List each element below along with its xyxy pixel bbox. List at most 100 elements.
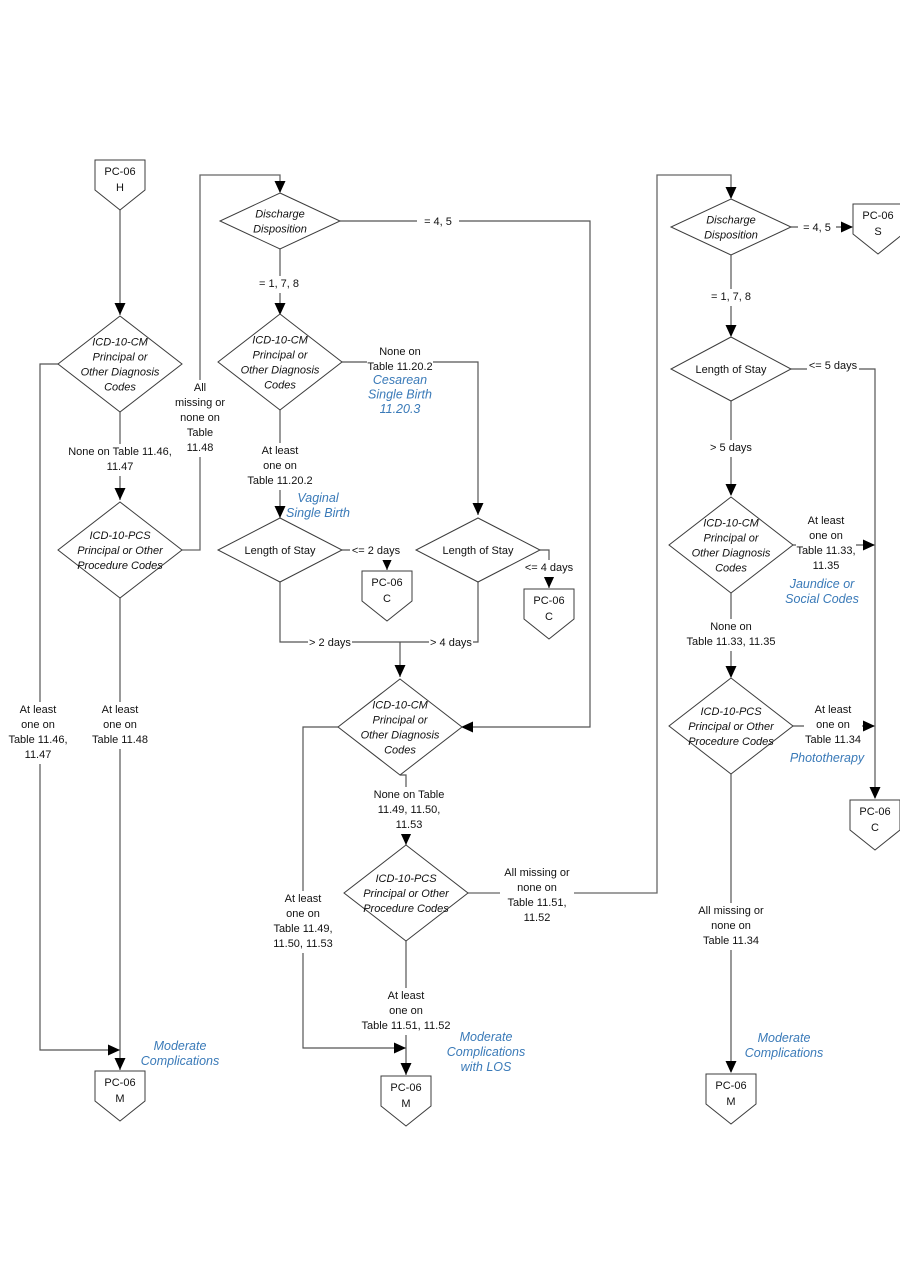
arrowhead-icon — [114, 303, 126, 315]
decision-text: Principal or Other — [77, 545, 164, 557]
connector-exit-m3: PC-06M — [705, 1073, 757, 1125]
annotation-cesarean-line: Cesarean — [373, 373, 427, 387]
connector-start-h: PC-06H — [94, 159, 146, 211]
arrowhead-icon — [400, 833, 412, 845]
line-d7-atleast — [302, 726, 406, 1049]
line-d6-gt4 — [400, 582, 479, 643]
decision-text: ICD-10-CM — [372, 700, 428, 712]
decision-text: Principal or — [703, 533, 759, 545]
decision-diamond — [57, 501, 183, 599]
annotation-moderate-complications-1-line: Moderate — [154, 1039, 207, 1053]
decision-text: Procedure Codes — [363, 903, 449, 915]
arrowhead-icon — [381, 558, 393, 570]
arrowhead-icon — [274, 303, 286, 315]
annotation-jaundice-line: Social Codes — [785, 592, 859, 606]
arrowhead-icon — [869, 787, 881, 799]
decision-text: Principal or — [372, 715, 428, 727]
decision-text: Disposition — [704, 230, 758, 242]
label-background — [807, 358, 859, 375]
arrowhead-icon — [543, 576, 555, 588]
label-background — [429, 635, 473, 652]
decision-text: Codes — [715, 563, 747, 575]
decision-text: Codes — [264, 380, 296, 392]
connector-code: C — [871, 822, 879, 834]
decision-text: Codes — [384, 745, 416, 757]
annotation-moderate-complications-los-line: Complications — [447, 1045, 526, 1059]
offpage-connector — [361, 570, 413, 622]
connector-code: S — [874, 226, 881, 238]
arrowhead-icon — [725, 666, 737, 678]
decision-diamond — [217, 313, 343, 411]
connector-measure: PC-06 — [715, 1080, 746, 1092]
label-d9-178-line: = 1, 7, 8 — [711, 291, 751, 303]
label-d8-atleast-line: one on — [389, 1005, 423, 1017]
decision-text: ICD-10-PCS — [700, 706, 762, 718]
decision-text: Procedure Codes — [688, 736, 774, 748]
decision-diamond — [57, 315, 183, 413]
arrowhead-icon — [394, 665, 406, 677]
arrowhead-icon — [472, 503, 484, 515]
connector-exit-c1: PC-06C — [361, 570, 413, 622]
arrowhead-icon — [725, 1061, 737, 1073]
label-background — [417, 214, 459, 231]
label-d1-atleast-line: At least — [20, 704, 57, 716]
connector-measure: PC-06 — [371, 577, 402, 589]
label-d1-none-line: None on Table 11.46, — [68, 446, 172, 458]
label-d7-none-line: 11.53 — [396, 819, 423, 831]
label-d10-le5-line: <= 5 days — [809, 360, 858, 372]
label-d4-atleast-line: Table 11.20.2 — [247, 475, 312, 487]
arrowhead-icon — [114, 1058, 126, 1070]
arrowhead-icon — [863, 720, 875, 732]
annotation-moderate-complications-los-line: with LOS — [461, 1060, 512, 1074]
decision-text: Length of Stay — [696, 364, 767, 376]
connector-code: H — [116, 182, 124, 194]
label-d5-le2: <= 2 days — [350, 543, 402, 560]
decision-text: ICD-10-PCS — [375, 873, 437, 885]
label-d2-missing-line: 11.48 — [187, 442, 214, 454]
arrowhead-icon — [725, 484, 737, 496]
arrowhead-icon — [461, 721, 473, 733]
connector-measure: PC-06 — [533, 595, 564, 607]
label-d10-gt5-line: > 5 days — [710, 442, 752, 454]
label-d7-atleast-line: 11.50, 11.53 — [273, 938, 333, 950]
connector-exit-s: PC-06S — [852, 203, 900, 255]
label-d11-none-line: None on — [710, 621, 752, 633]
annotation-moderate-complications-3-line: Complications — [745, 1046, 824, 1060]
label-background — [359, 988, 453, 1035]
connector-exit-m2: PC-06M — [380, 1075, 432, 1127]
decision-diamond — [343, 844, 469, 942]
label-d12-atleast-line: one on — [816, 719, 850, 731]
label-background — [253, 276, 305, 293]
label-d2-missing-line: Table — [187, 427, 213, 439]
decision-text: ICD-10-CM — [703, 518, 759, 530]
line-d2-missing-loop — [182, 174, 281, 551]
label-background — [804, 702, 862, 749]
connector-measure: PC-06 — [104, 166, 135, 178]
connector-measure: PC-06 — [859, 806, 890, 818]
label-d2-atleast-line: At least — [102, 704, 139, 716]
connector-exit-c2: PC-06C — [523, 588, 575, 640]
offpage-connector — [849, 799, 900, 851]
label-d7-atleast-line: one on — [286, 908, 320, 920]
decision-diamond — [218, 192, 342, 250]
label-d9-178: = 1, 7, 8 — [705, 289, 757, 306]
line-d8-missing-loop — [468, 174, 732, 894]
line-d5-gt2 — [279, 582, 400, 643]
label-d8-missing-line: 11.52 — [524, 912, 551, 924]
label-d10-gt5: > 5 days — [708, 440, 754, 457]
label-d7-atleast-line: Table 11.49, — [273, 923, 332, 935]
label-d11-atleast-line: one on — [809, 530, 843, 542]
